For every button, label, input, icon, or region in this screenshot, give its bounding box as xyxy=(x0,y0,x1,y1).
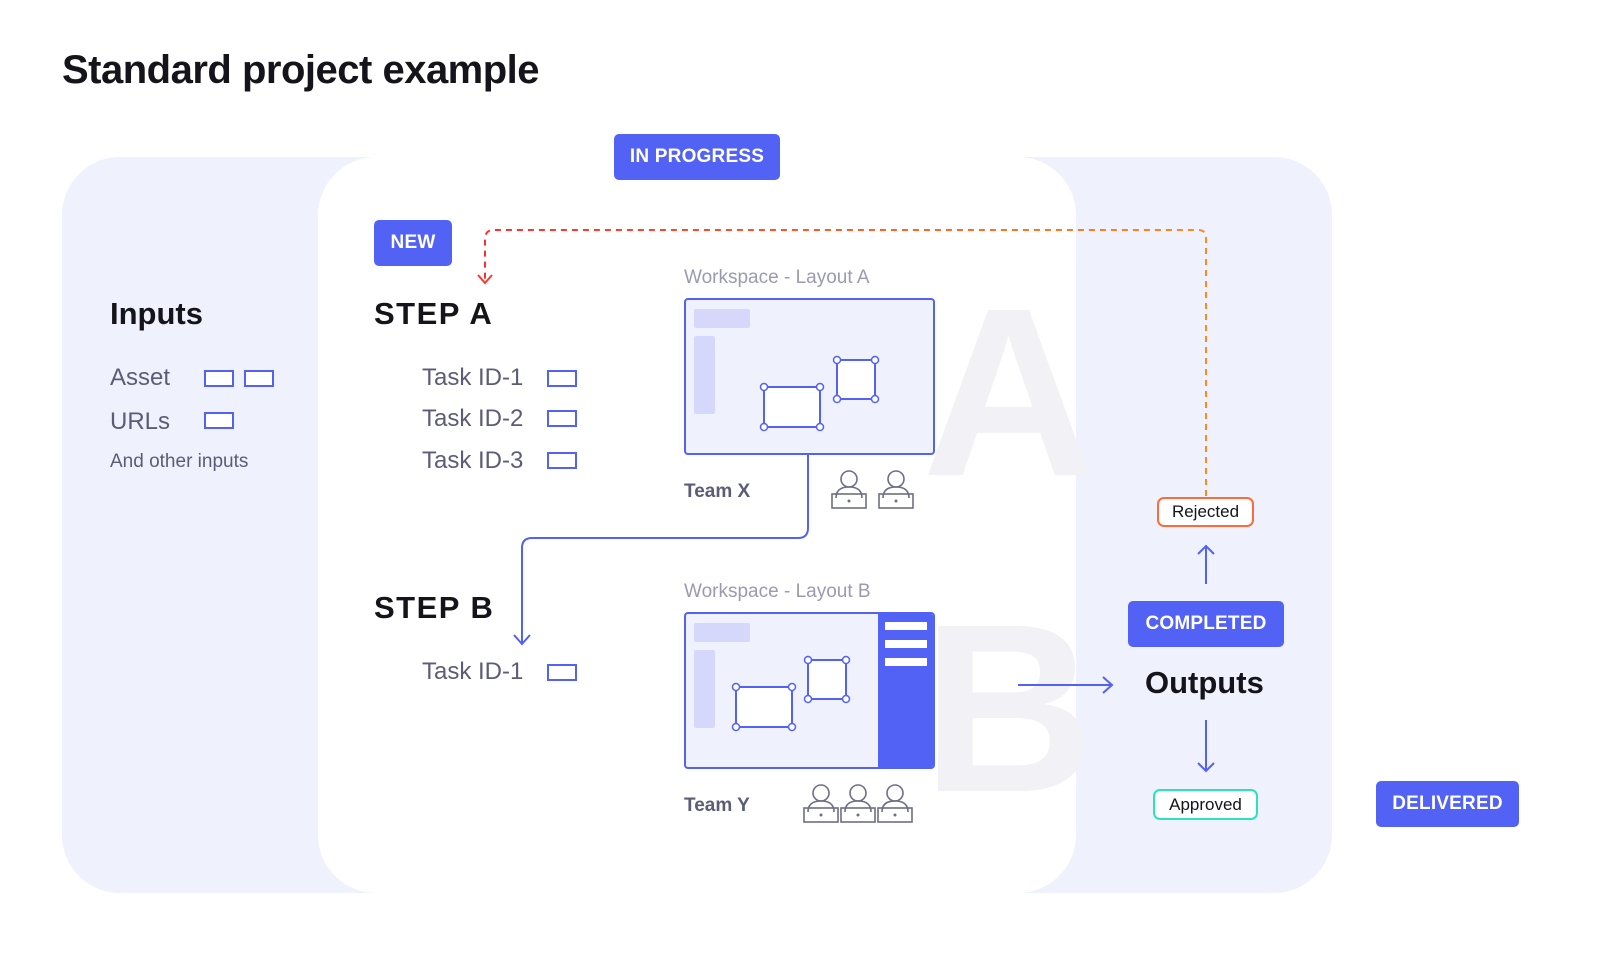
asset-icon xyxy=(204,370,234,387)
team-y-workers-icon xyxy=(803,784,913,823)
outputs-heading: Outputs xyxy=(1145,665,1264,700)
inputs-heading: Inputs xyxy=(110,296,203,331)
workspace-b-window xyxy=(684,612,935,769)
workspace-b-label: Workspace - Layout B xyxy=(684,581,871,602)
url-icon xyxy=(204,412,234,429)
team-y-label: Team Y xyxy=(684,795,750,816)
input-item-urls: URLs xyxy=(110,408,171,435)
step-b-task: Task ID-1 xyxy=(422,658,524,685)
ghost-letter-a: A xyxy=(922,258,1096,526)
task-icon xyxy=(547,664,577,681)
task-icon xyxy=(547,452,577,469)
ghost-letter-b: B xyxy=(922,574,1096,842)
asset-icon xyxy=(244,370,274,387)
up-to-rejected-arrow xyxy=(1197,544,1215,584)
rejected-arrowhead xyxy=(477,274,493,285)
other-inputs-label: And other inputs xyxy=(110,451,249,472)
completed-badge: COMPLETED xyxy=(1128,601,1284,647)
rejected-pill: Rejected xyxy=(1157,497,1254,527)
delivered-badge: DELIVERED xyxy=(1376,781,1519,827)
task-icon xyxy=(547,370,577,387)
step-a-task: Task ID-2 xyxy=(422,405,524,432)
layout-a-wireframe-icon xyxy=(694,309,880,432)
step-a-to-b-connector xyxy=(521,455,809,643)
team-x-workers-icon xyxy=(831,470,914,509)
page-title: Standard project example xyxy=(62,48,540,92)
in-progress-badge: IN PROGRESS xyxy=(614,134,780,180)
layout-b-wireframe-icon xyxy=(694,614,933,767)
step-a-heading: STEP A xyxy=(374,296,494,331)
step-a-task: Task ID-1 xyxy=(422,364,524,391)
in-progress-panel xyxy=(318,157,1076,893)
down-to-approved-arrow xyxy=(1197,720,1215,773)
step-b-arrowhead xyxy=(513,634,531,646)
input-item-asset: Asset xyxy=(110,364,171,391)
step-b-heading: STEP B xyxy=(374,590,495,625)
workspace-a-window xyxy=(684,298,935,455)
new-badge: NEW xyxy=(374,220,452,266)
step-a-task: Task ID-3 xyxy=(422,447,524,474)
approved-pill: Approved xyxy=(1153,789,1258,820)
task-icon xyxy=(547,410,577,427)
to-outputs-arrow xyxy=(1018,676,1114,694)
team-x-label: Team X xyxy=(684,481,751,502)
workspace-a-label: Workspace - Layout A xyxy=(684,267,870,288)
